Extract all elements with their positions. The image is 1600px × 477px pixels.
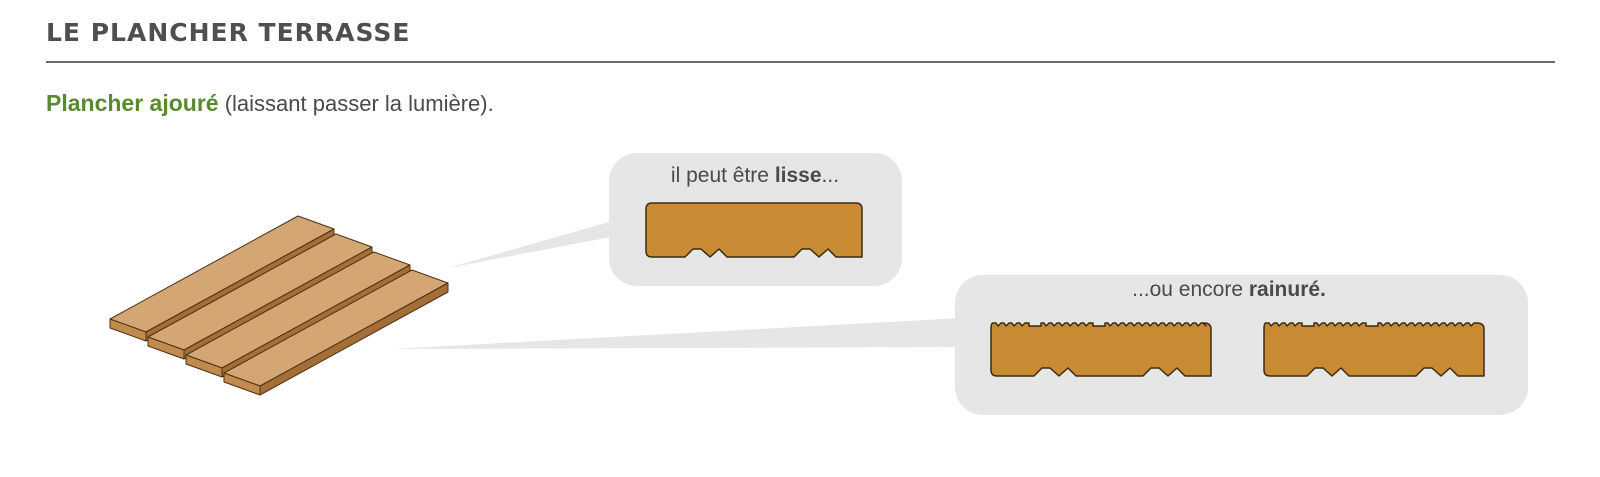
- intro-description: (laissant passer la lumière).: [224, 91, 494, 116]
- smooth-callout-tail: [448, 220, 616, 268]
- smooth-board-profile: [645, 202, 863, 258]
- grooved-caption: ...ou encore rainuré.: [1132, 278, 1326, 301]
- intro-line: Plancher ajouré (laissant passer la lumi…: [46, 90, 494, 117]
- grooved-board-profile-1: [990, 322, 1212, 377]
- smooth-caption: il peut être lisse...: [671, 164, 839, 187]
- title-divider: [46, 61, 1555, 63]
- grooved-board-profile-2: [1263, 322, 1485, 377]
- page-title: LE PLANCHER TERRASSE: [46, 18, 411, 47]
- grooved-callout: [392, 275, 1528, 415]
- deck-boards-illustration: [109, 215, 449, 396]
- intro-term: Plancher ajouré: [46, 90, 219, 116]
- grooved-callout-bubble: [955, 275, 1528, 415]
- deck-board-4: [223, 269, 449, 396]
- grooved-callout-tail: [392, 318, 962, 349]
